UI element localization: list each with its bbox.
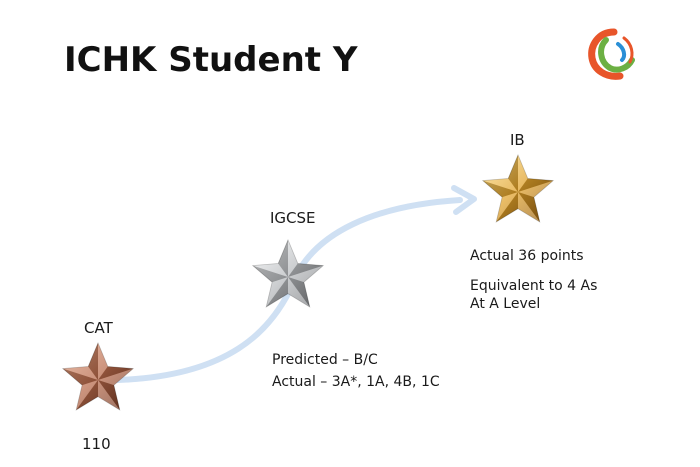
stage-detail-ib-points: Actual 36 points xyxy=(470,248,584,264)
stage-detail-ib-alevel: At A Level xyxy=(470,296,541,312)
stage-detail-cat-score: 110 xyxy=(82,435,111,453)
stage-detail-igcse-actual: Actual – 3A*, 1A, 4B, 1C xyxy=(272,374,440,390)
stage-detail-ib-equivalent: Equivalent to 4 As xyxy=(470,278,598,294)
arrow-head-icon xyxy=(451,185,477,215)
star-icon-ib xyxy=(481,153,555,223)
stage-label-cat: CAT xyxy=(84,319,113,337)
swirl-logo-icon xyxy=(588,28,635,80)
slide-title: ICHK Student Y xyxy=(64,40,358,80)
star-icon-igcse xyxy=(251,238,325,308)
stage-detail-igcse-predicted: Predicted – B/C xyxy=(272,352,378,368)
stage-label-ib: IB xyxy=(510,131,525,149)
star-icon-cat xyxy=(61,341,135,411)
stage-label-igcse: IGCSE xyxy=(270,209,316,227)
